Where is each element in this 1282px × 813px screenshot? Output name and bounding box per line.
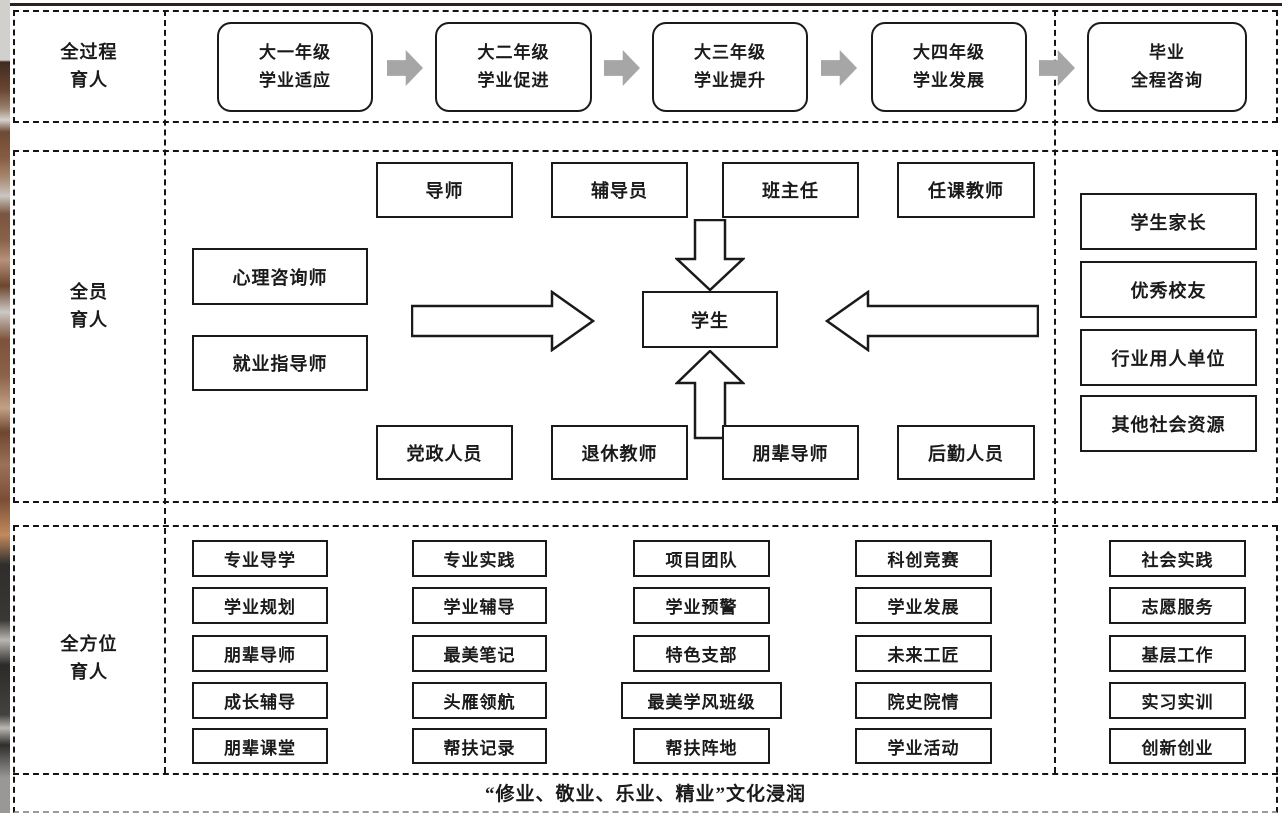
stage-year3-line2: 学业提升 (694, 71, 766, 90)
item-box: 院史院情 (855, 682, 992, 719)
item-box: 学业活动 (855, 728, 992, 764)
role-box-head-teacher: 班主任 (722, 162, 859, 218)
stage-year2-line2: 学业促进 (477, 71, 550, 90)
item-box: 学业辅导 (412, 587, 547, 624)
right-block-arrow-icon (411, 290, 595, 352)
band3-label: 全方位 育人 (13, 630, 165, 686)
role-box-psych-counselor: 心理咨询师 (192, 248, 368, 305)
role-box-peer-mentor: 朋辈导师 (722, 425, 859, 480)
stage-year1-line2: 学业适应 (259, 71, 331, 90)
item-box: 朋辈导师 (192, 635, 328, 672)
student-center-box: 学生 (642, 291, 778, 348)
band-all-staff-frame (13, 150, 1278, 503)
item-box: 社会实践 (1109, 540, 1246, 577)
item-box: 专业导学 (192, 540, 328, 577)
stage-year4-line1: 大四年级 (913, 43, 985, 62)
item-box: 项目团队 (633, 540, 770, 577)
item-box: 科创竞赛 (855, 540, 992, 577)
stage-box-year4: 大四年级 学业发展 (871, 22, 1027, 112)
label-column-divider (164, 10, 166, 773)
down-block-arrow-icon (675, 219, 745, 291)
item-box: 最美笔记 (412, 635, 547, 672)
item-box: 特色支部 (633, 635, 770, 672)
band2-label-line2: 育人 (70, 310, 108, 330)
stage-box-year2: 大二年级 学业促进 (435, 22, 592, 112)
role-box-logistics: 后勤人员 (897, 425, 1035, 480)
item-box: 朋辈课堂 (192, 728, 328, 764)
item-box: 专业实践 (412, 540, 547, 577)
band-whole-process-frame (13, 10, 1278, 123)
stage-box-graduate: 毕业 全程咨询 (1087, 22, 1247, 112)
item-box: 最美学风班级 (621, 682, 782, 719)
up-block-arrow-icon (675, 350, 745, 440)
stage-box-year1: 大一年级 学业适应 (217, 22, 373, 112)
item-box: 学业规划 (192, 587, 328, 624)
item-box: 成长辅导 (192, 682, 328, 719)
item-box: 志愿服务 (1109, 587, 1246, 624)
role-box-mentor: 导师 (376, 162, 513, 218)
stage-year2-line1: 大二年级 (477, 43, 550, 62)
role-box-course-teacher: 任课教师 (897, 162, 1035, 218)
item-box: 学业预警 (633, 587, 770, 624)
band1-label: 全过程 育人 (13, 38, 165, 94)
culture-footer-text: “修业、敬业、乐业、精业”文化浸润 (484, 784, 806, 805)
stage-year4-line2: 学业发展 (913, 71, 985, 90)
stage-box-year3: 大三年级 学业提升 (652, 22, 808, 112)
role-box-career-advisor: 就业指导师 (192, 335, 368, 391)
resource-box-social: 其他社会资源 (1080, 395, 1257, 452)
right-column-divider (1054, 10, 1056, 773)
band-all-round-frame (13, 525, 1278, 813)
resource-box-alumni: 优秀校友 (1080, 261, 1257, 318)
item-box: 创新创业 (1109, 728, 1246, 764)
item-box: 帮扶记录 (412, 728, 547, 764)
stage-graduate-line2: 全程咨询 (1131, 71, 1203, 90)
item-box: 学业发展 (855, 587, 992, 624)
band1-label-line1: 全过程 (60, 42, 118, 62)
stage-graduate-line1: 毕业 (1149, 43, 1185, 62)
band2-label: 全员 育人 (13, 278, 165, 334)
item-box: 实习实训 (1109, 682, 1246, 719)
band2-label-line1: 全员 (70, 282, 108, 302)
footer-divider (13, 773, 1278, 775)
role-box-retired-teacher: 退休教师 (551, 425, 688, 480)
role-box-counselor: 辅导员 (551, 162, 688, 218)
item-box: 未来工匠 (855, 635, 992, 672)
band3-label-line1: 全方位 (60, 634, 118, 654)
item-box: 基层工作 (1109, 635, 1246, 672)
resource-box-employers: 行业用人单位 (1080, 329, 1257, 386)
resource-box-parents: 学生家长 (1080, 193, 1257, 250)
top-divider-rule (10, 3, 1282, 6)
item-box: 帮扶阵地 (633, 728, 770, 764)
left-block-arrow-icon (825, 290, 1039, 352)
stage-year1-line1: 大一年级 (259, 43, 331, 62)
band3-label-line2: 育人 (70, 662, 108, 682)
stage-year3-line1: 大三年级 (694, 43, 766, 62)
background-window-sliver (0, 0, 10, 813)
item-box: 头雁领航 (412, 682, 547, 719)
role-box-party-admin: 党政人员 (376, 425, 513, 480)
band1-label-line2: 育人 (70, 70, 108, 90)
